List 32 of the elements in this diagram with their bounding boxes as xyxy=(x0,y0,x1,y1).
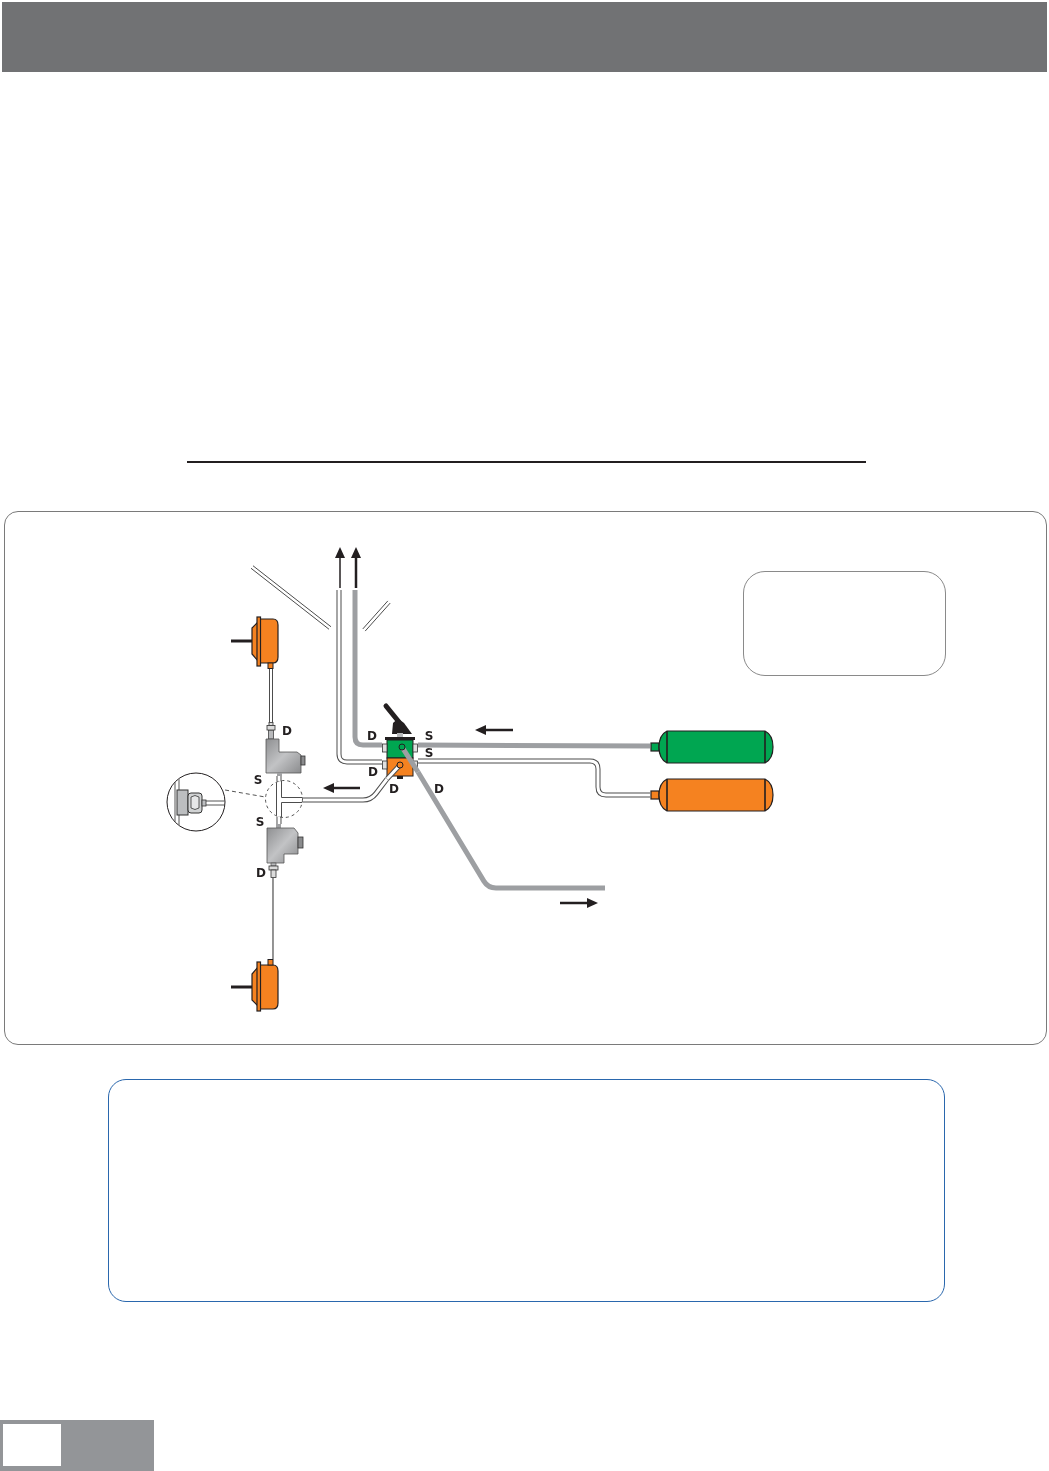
brake-chamber xyxy=(231,959,280,1012)
air-pipe xyxy=(272,877,274,960)
air-pipe xyxy=(418,758,650,798)
air-pipe xyxy=(418,742,650,749)
port-label: D xyxy=(434,782,444,796)
detail-inset xyxy=(166,772,226,832)
dashed-detail-ring xyxy=(265,780,303,818)
port-label: D xyxy=(367,729,377,743)
air-pipe xyxy=(415,770,605,891)
port-label: S xyxy=(255,815,265,829)
port-label: D xyxy=(256,866,266,880)
port-label: D xyxy=(368,765,378,779)
callout-frame xyxy=(743,571,946,676)
port-label: S xyxy=(253,773,263,787)
port-label: S xyxy=(424,746,434,760)
air-pipe xyxy=(336,590,382,765)
air-pipe xyxy=(276,776,282,782)
air-pipe xyxy=(276,816,282,824)
leader-line xyxy=(224,789,267,798)
port-label: D xyxy=(389,782,399,796)
port-label: D xyxy=(282,724,292,738)
air-reservoir xyxy=(650,778,774,813)
air-pipe xyxy=(352,590,382,748)
relay-valve xyxy=(264,824,306,878)
relay-valve xyxy=(264,722,306,776)
brake-chamber xyxy=(231,616,280,669)
brake-valve xyxy=(382,703,418,779)
air-reservoir xyxy=(650,730,774,765)
note-panel xyxy=(108,1079,945,1302)
air-pipe xyxy=(269,669,273,722)
port-label: S xyxy=(424,729,434,743)
air-pipe xyxy=(302,777,389,803)
